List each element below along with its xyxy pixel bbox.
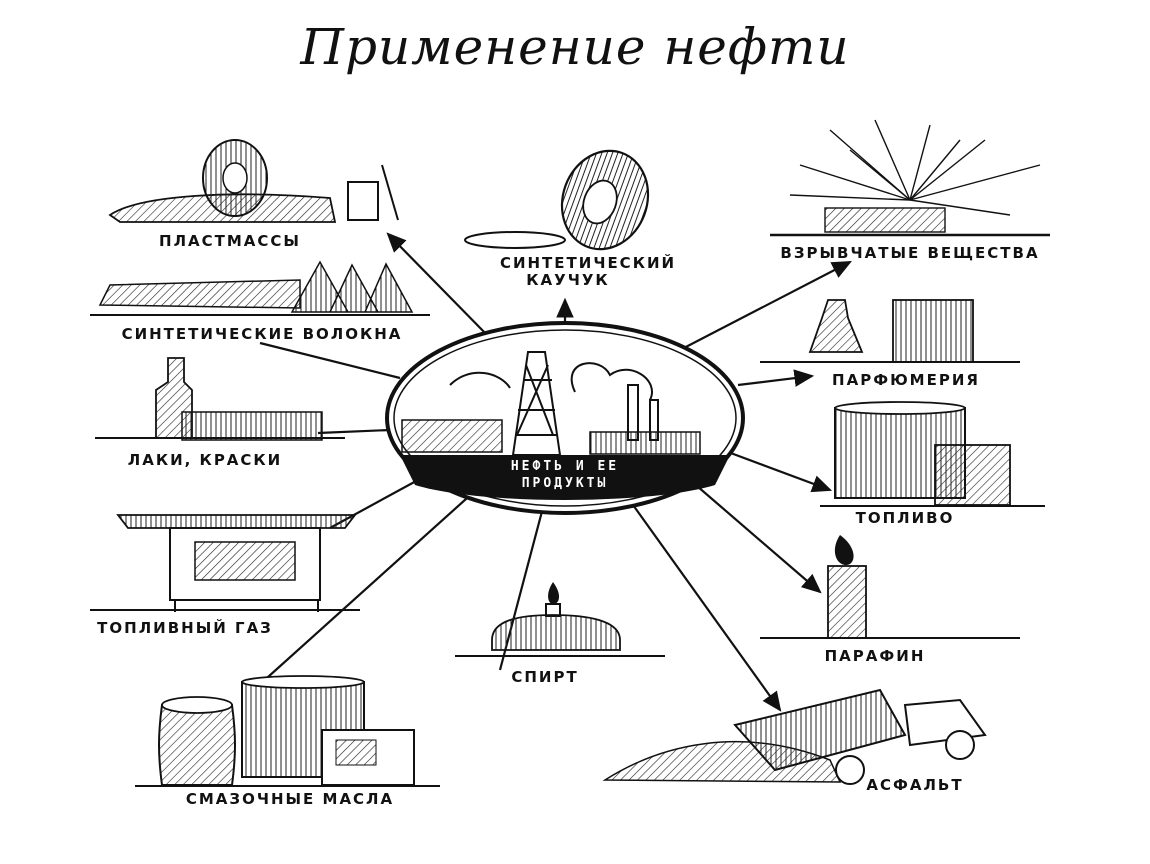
arrow-asphalt (627, 497, 782, 712)
arrow-perfume (737, 369, 815, 387)
arrow-plastics (386, 232, 491, 339)
alcohol-illustration (455, 582, 665, 657)
arrow-explosives (679, 260, 852, 351)
plastics-illustration (108, 139, 399, 223)
label-fuel: ТОПЛИВО (856, 509, 955, 527)
label-perfume: ПАРФЮМЕРИЯ (832, 371, 980, 389)
fuel-illustration (820, 401, 1045, 507)
paraffin-illustration (760, 535, 1020, 639)
explosives-illustration (770, 119, 1050, 237)
rubber-illustration (464, 149, 650, 251)
fibers-illustration (90, 260, 430, 316)
center-label-line2: ПРОДУКТЫ (522, 476, 609, 491)
label-alcohol: СПИРТ (511, 668, 578, 686)
page-title: Применение нефти (300, 18, 850, 76)
label-plastics: ПЛАСТМАССЫ (159, 232, 301, 250)
label-fibers: СИНТЕТИЧЕСКИЕ ВОЛОКНА (122, 325, 403, 343)
paints-illustration (95, 357, 345, 441)
arrow-fibers (259, 341, 401, 380)
arrow-oils (257, 489, 477, 687)
label-paints: ЛАКИ, КРАСКИ (128, 451, 283, 469)
fuelgas-illustration (90, 514, 360, 612)
oils-illustration (135, 675, 440, 787)
center-oil-emblem: НЕФТЬ И ЕЕ ПРОДУКТЫ (385, 321, 745, 515)
center-label-line1: НЕФТЬ И ЕЕ (511, 459, 619, 474)
arrow-paints (317, 428, 391, 435)
arrow-fuel (727, 450, 833, 493)
asphalt-illustration (602, 688, 987, 785)
arrow-paraffin (689, 479, 822, 594)
label-explosives: ВЗРЫВЧАТЫЕ ВЕЩЕСТВА (780, 244, 1039, 262)
label-fuelgas: ТОПЛИВНЫЙ ГАЗ (97, 618, 273, 637)
label-rubber-line2: КАУЧУК (526, 271, 609, 289)
label-oils: СМАЗОЧНЫЕ МАСЛА (186, 790, 394, 808)
label-paraffin: ПАРАФИН (825, 647, 926, 665)
label-asphalt: АСФАЛЬТ (866, 776, 963, 794)
perfume-illustration (760, 299, 1020, 363)
label-rubber-line1: СИНТЕТИЧЕСКИЙ (500, 253, 676, 272)
